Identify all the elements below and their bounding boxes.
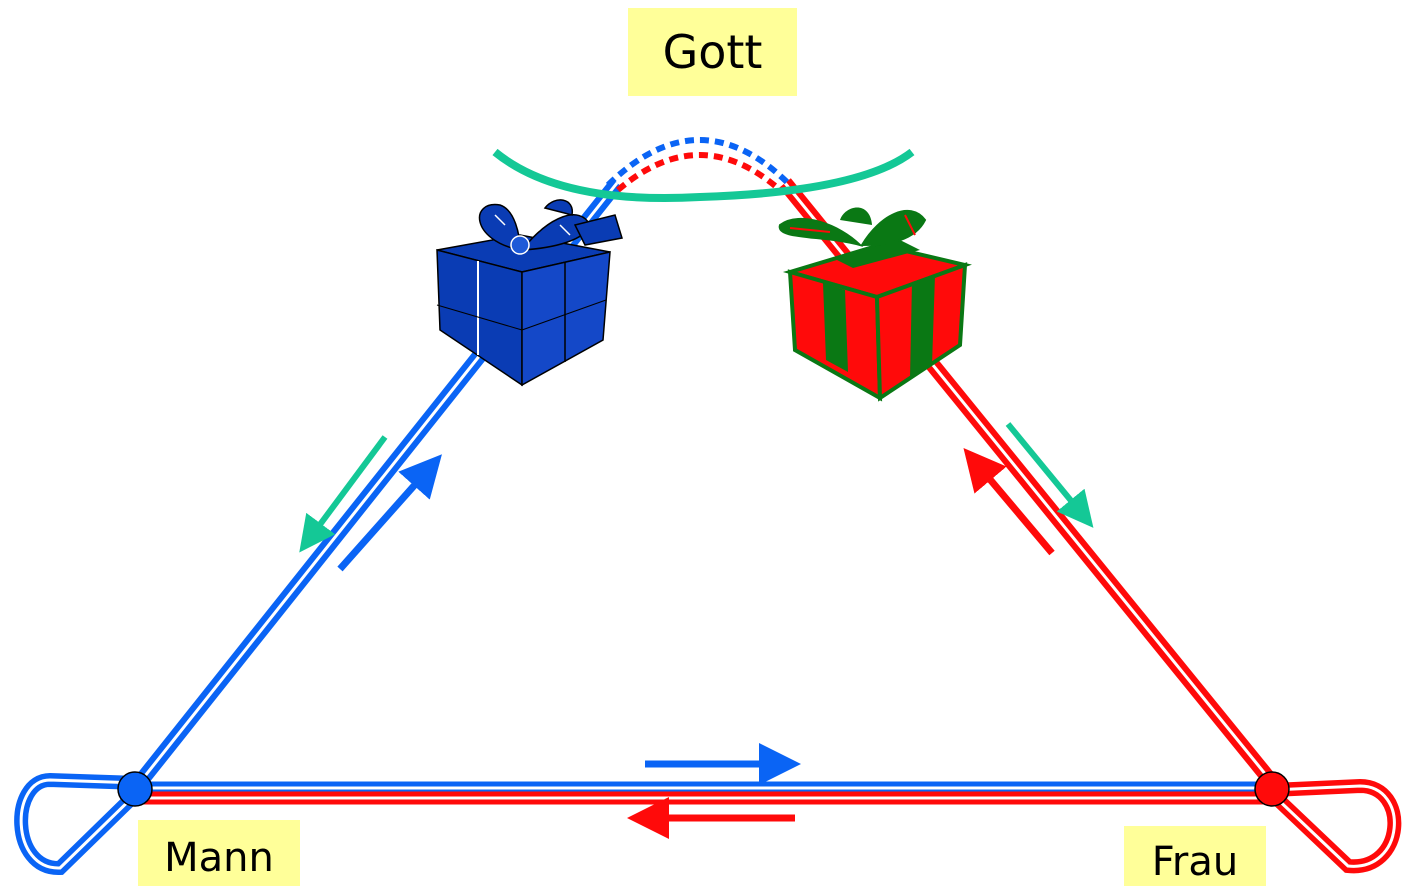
woman-node — [1254, 771, 1290, 807]
god-label: Gott — [628, 8, 797, 96]
red-gift-box-icon — [778, 207, 972, 402]
woman-label: Frau — [1124, 826, 1266, 886]
arrow-woman-to-god — [963, 447, 1055, 556]
man-label: Mann — [138, 820, 300, 886]
god-connection-arc-red — [616, 152, 782, 193]
woman-loop — [1265, 778, 1402, 874]
arrow-man-to-god — [337, 454, 442, 572]
arrow-god-to-man-left — [299, 435, 388, 553]
man-node — [117, 771, 153, 807]
blue-gift-box-icon — [436, 199, 623, 387]
god-arc — [492, 148, 915, 203]
arrow-god-to-woman-right — [1005, 422, 1094, 528]
man-loop — [14, 772, 145, 876]
god-connection-arc-blue — [605, 137, 793, 188]
